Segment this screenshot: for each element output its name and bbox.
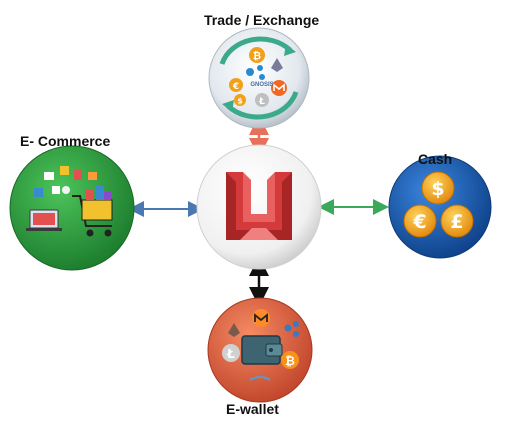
product-icon (74, 170, 82, 180)
ecommerce-label: E- Commerce (20, 133, 111, 149)
product-icon (44, 172, 54, 180)
euro-coin-symbol: € (412, 211, 426, 233)
dollar-coin-icon: $ (421, 171, 455, 205)
product-icon (60, 166, 69, 175)
product-icon (88, 172, 97, 180)
cash-node: $ € £ (388, 155, 492, 259)
dollar-coin-symbol: $ (431, 178, 444, 200)
cycle-arrows-icon (249, 376, 271, 381)
bitcoin-icon: ₿ (249, 47, 265, 63)
cash-label: Cash (418, 151, 453, 167)
product-icon (62, 186, 70, 194)
dollar-coin-icon: $ (234, 94, 246, 106)
trade-node: ₿ € Ł $ GNOSIS (208, 27, 310, 129)
u-logo-icon (226, 172, 292, 240)
euro-coin-icon: € (403, 204, 437, 238)
monero-icon (252, 309, 270, 327)
svg-text:Ł: Ł (258, 97, 265, 107)
ewallet-label: E-wallet (226, 401, 279, 417)
ecommerce-node (9, 145, 135, 271)
svg-text:₿: ₿ (253, 50, 261, 62)
ripple-icon (246, 65, 265, 80)
bitcoin-icon: ₿ (281, 351, 299, 369)
svg-text:€: € (232, 82, 239, 92)
euro-coin-icon: € (229, 78, 243, 92)
product-icon (52, 186, 60, 194)
litecoin-icon: Ł (222, 344, 240, 362)
litecoin-icon: Ł (255, 93, 269, 107)
ethereum-icon (271, 58, 283, 72)
shopping-cart-icon (72, 186, 113, 237)
monero-icon (271, 80, 287, 96)
pound-coin-icon: £ (440, 204, 474, 238)
laptop-icon (26, 209, 62, 231)
wallet-icon (241, 335, 283, 365)
svg-text:$: $ (237, 97, 243, 106)
wallet-node: Ł ₿ (207, 297, 313, 403)
gnosis-badge: GNOSIS (250, 82, 273, 88)
ripple-icon (284, 321, 299, 337)
svg-text:Ł: Ł (226, 347, 235, 361)
ethereum-icon (228, 323, 240, 337)
svg-text:₿: ₿ (285, 354, 295, 368)
product-icon (34, 188, 43, 197)
pound-coin-symbol: £ (450, 211, 463, 233)
center-node (196, 144, 322, 270)
trade-exchange-label: Trade / Exchange (204, 12, 320, 28)
cycle-arrows-icon (219, 36, 292, 65)
